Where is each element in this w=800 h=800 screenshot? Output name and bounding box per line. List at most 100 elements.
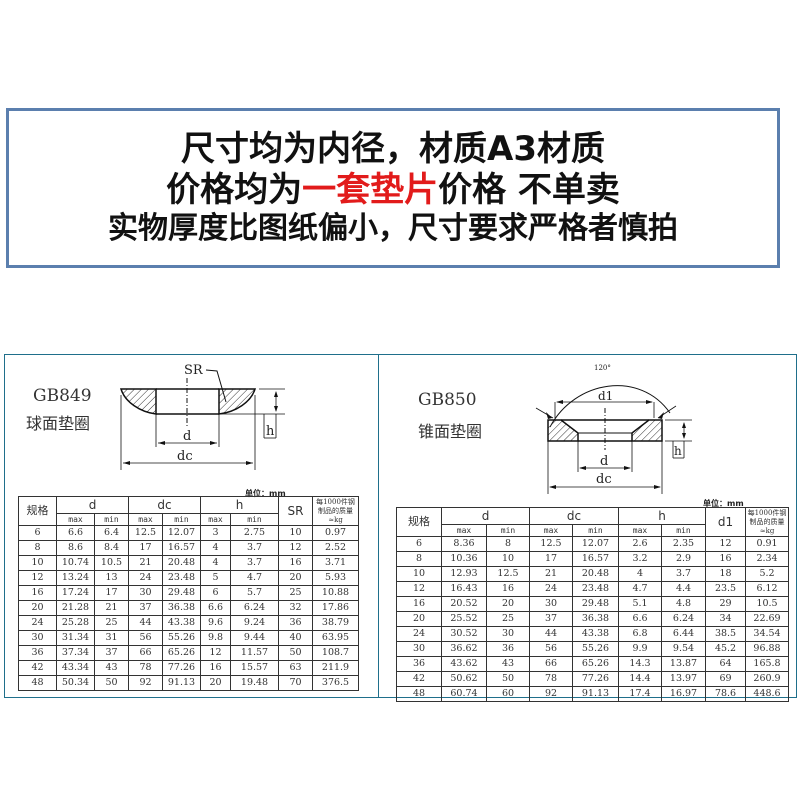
table-cell: 13 <box>94 570 129 586</box>
table-cell: 13.24 <box>56 570 95 586</box>
table-cell: 24 <box>128 570 163 586</box>
table-cell: 42 <box>18 660 57 676</box>
table-cell: 20 <box>486 596 530 612</box>
table-cell: 66 <box>529 656 573 672</box>
table-cell: 25 <box>278 585 314 601</box>
table-cell: 78 <box>529 671 573 687</box>
table-cell: 20 <box>278 570 314 586</box>
table-cell: 8.6 <box>56 540 95 556</box>
banner-highlight: 一套垫片 <box>302 170 439 210</box>
table-cell: 29.48 <box>162 585 201 601</box>
col-mass: 每1000件钢制品的质量 ≈kg <box>745 507 790 537</box>
table-cell: 56 <box>529 641 573 657</box>
col-h-max: max <box>618 524 662 537</box>
table-cell: 16.97 <box>660 686 707 702</box>
table-cell: 38.79 <box>312 615 360 631</box>
table-cell: 20 <box>396 611 442 627</box>
table-cell: 36.38 <box>162 600 201 616</box>
table-cell: 91.13 <box>162 675 201 691</box>
table-cell: 4 <box>200 555 231 571</box>
table-cell: 40 <box>278 630 314 646</box>
table-cell: 14.3 <box>618 656 662 672</box>
table-cell: 2.75 <box>229 525 280 541</box>
table-cell: 6.24 <box>660 611 707 627</box>
table-cell: 30 <box>128 585 163 601</box>
table-cell: 43 <box>94 660 129 676</box>
table-cell: 6.6 <box>618 611 662 627</box>
table-cell: 78 <box>128 660 163 676</box>
gb849-title: GB849 <box>33 386 92 406</box>
col-h-min: min <box>660 524 707 537</box>
table-cell: 19.48 <box>229 675 280 691</box>
table-cell: 37.34 <box>56 645 95 661</box>
table-cell: 50.34 <box>56 675 95 691</box>
table-cell: 77.26 <box>572 671 619 687</box>
table-cell: 56 <box>128 630 163 646</box>
table-cell: 8.4 <box>94 540 129 556</box>
table-cell: 12.5 <box>529 536 573 552</box>
table-cell: 10 <box>18 555 57 571</box>
table-cell: 70 <box>278 675 314 691</box>
table-cell: 6.6 <box>56 525 95 541</box>
table-cell: 4.8 <box>660 596 707 612</box>
table-cell: 78.6 <box>705 686 747 702</box>
col-d-max: max <box>56 513 95 526</box>
table-cell: 50 <box>94 675 129 691</box>
table-cell: 12 <box>705 536 747 552</box>
col-h-min: min <box>229 513 280 526</box>
col-dc-min: min <box>572 524 619 537</box>
table-cell: 2.35 <box>660 536 707 552</box>
table-cell: 448.6 <box>745 686 790 702</box>
table-cell: 96.88 <box>745 641 790 657</box>
table-cell: 260.9 <box>745 671 790 687</box>
table-cell: 65.26 <box>162 645 201 661</box>
table-cell: 8.36 <box>441 536 487 552</box>
col-mass: 每1000件钢制品的质量 ≈kg <box>312 496 360 526</box>
table-cell: 165.8 <box>745 656 790 672</box>
table-cell: 60 <box>486 686 530 702</box>
gb850-unit: 单位：mm <box>703 499 744 508</box>
table-cell: 12 <box>18 570 57 586</box>
table-cell: 12.93 <box>441 566 487 582</box>
table-cell: 50 <box>486 671 530 687</box>
table-cell: 5.1 <box>618 596 662 612</box>
col-d1: d1 <box>705 507 747 537</box>
table-cell: 29.48 <box>572 596 619 612</box>
table-cell: 30 <box>396 641 442 657</box>
table-cell: 43.38 <box>572 626 619 642</box>
table-cell: 12.5 <box>486 566 530 582</box>
table-cell: 12 <box>278 540 314 556</box>
table-cell: 25.52 <box>441 611 487 627</box>
dc-label-850: dc <box>596 472 612 487</box>
table-cell: 17 <box>128 540 163 556</box>
col-dc: dc <box>529 507 619 525</box>
table-cell: 8 <box>486 536 530 552</box>
table-cell: 10.74 <box>56 555 95 571</box>
table-cell: 37 <box>94 645 129 661</box>
table-cell: 6.6 <box>200 600 231 616</box>
table-cell: 4.7 <box>618 581 662 597</box>
table-cell: 25 <box>94 615 129 631</box>
table-cell: 16 <box>278 555 314 571</box>
col-dc-max: max <box>529 524 573 537</box>
panel-divider <box>378 354 379 698</box>
banner-line-2-prefix: 价格均为 <box>166 170 303 210</box>
table-cell: 13.87 <box>660 656 707 672</box>
table-cell: 18 <box>705 566 747 582</box>
table-cell: 37 <box>128 600 163 616</box>
banner-line-2: 价格均为一套垫片价格 不单卖 <box>166 170 620 211</box>
col-dc-max: max <box>128 513 163 526</box>
table-cell: 36 <box>278 615 314 631</box>
table-cell: 17.86 <box>312 600 360 616</box>
table-cell: 63 <box>278 660 314 676</box>
table-cell: 9.6 <box>200 615 231 631</box>
table-cell: 12.5 <box>128 525 163 541</box>
table-cell: 16 <box>486 581 530 597</box>
table-cell: 5.2 <box>745 566 790 582</box>
